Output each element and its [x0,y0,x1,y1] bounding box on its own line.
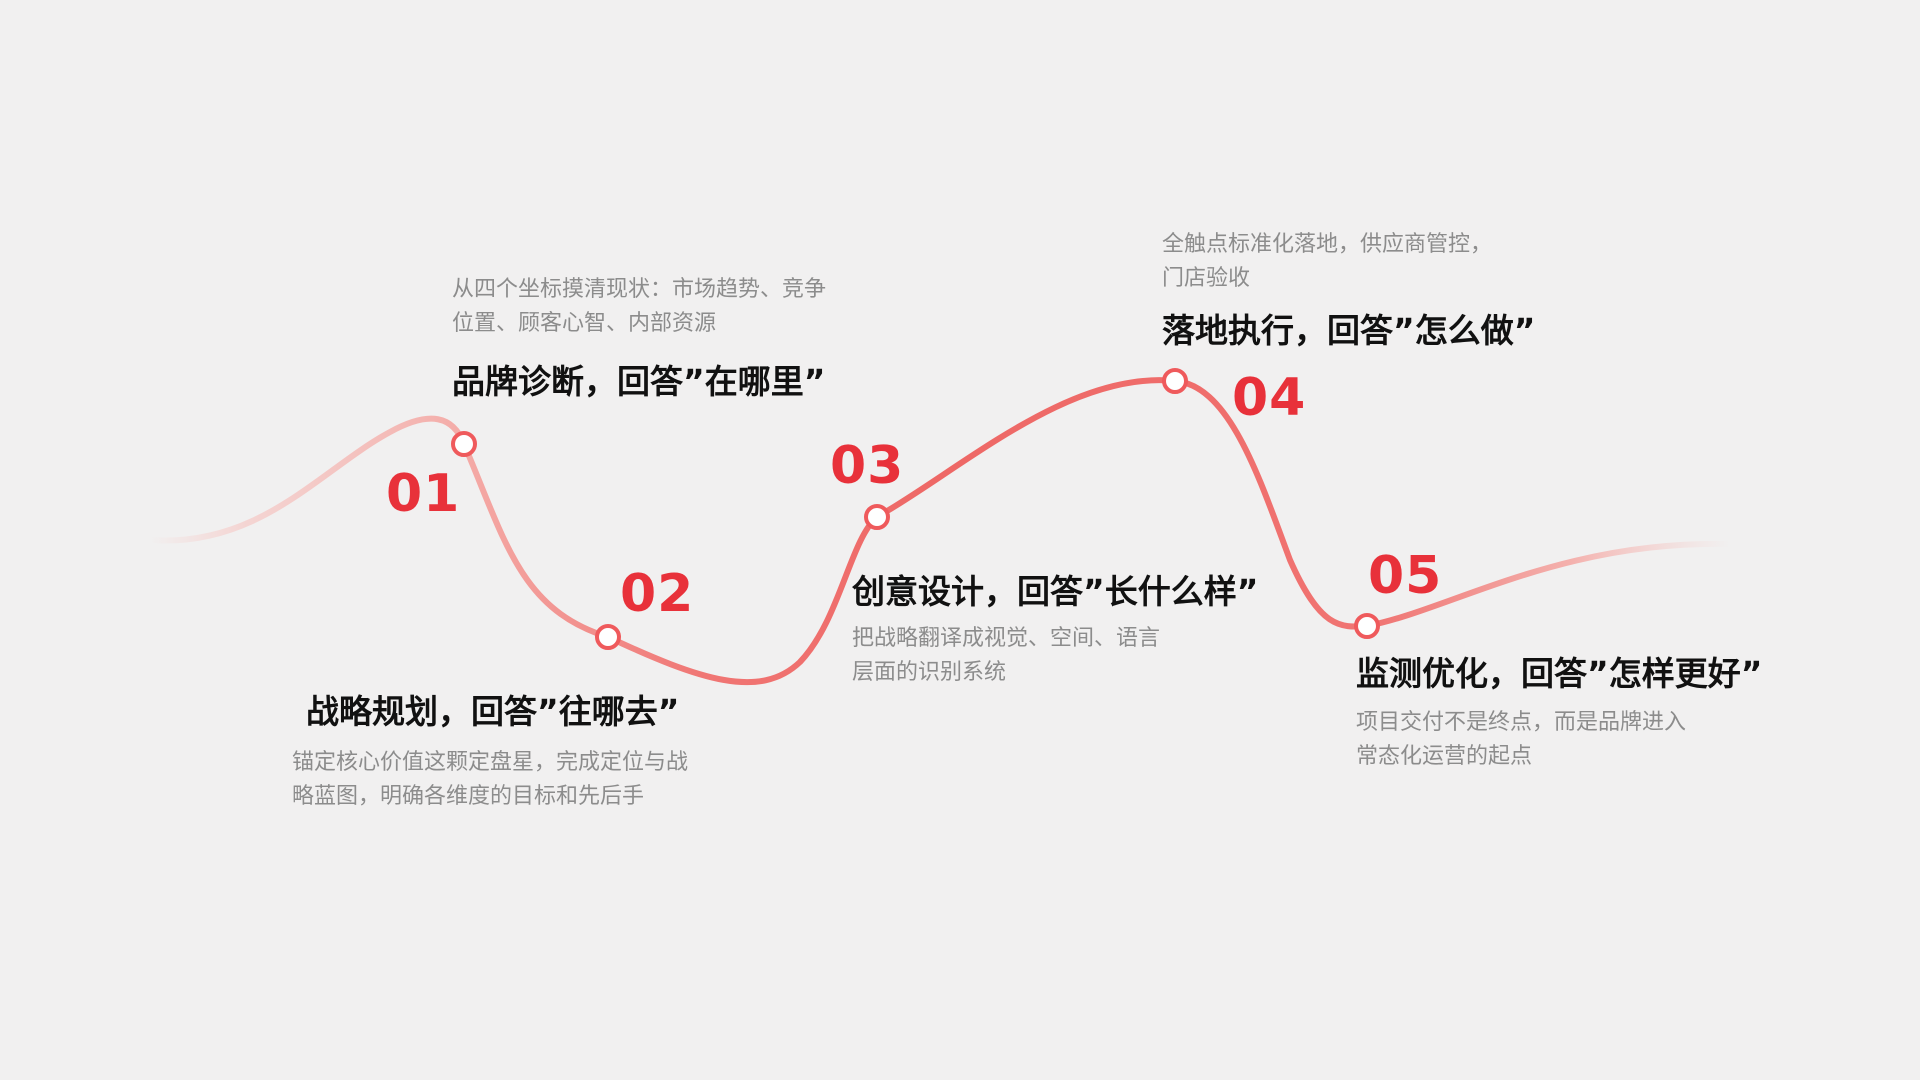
step-marker-03 [864,504,890,530]
step-description-04: 全触点标准化落地，供应商管控，门店验收 [1162,232,1493,291]
step-number-05: 05 [1368,546,1443,606]
step-title-02: 战略规划，回答”往哪去” [306,692,680,731]
step-number-04: 04 [1232,368,1307,428]
step-marker-01 [451,431,477,457]
step-description-02: 锚定核心价值这颗定盘星，完成定位与战略蓝图，明确各维度的目标和先后手 [292,750,689,809]
step-number-03: 03 [830,436,905,496]
step-title-03: 创意设计，回答”长什么样” [852,572,1259,611]
step-title-01: 品牌诊断，回答”在哪里” [452,362,826,401]
step-marker-05 [1354,613,1380,639]
step-title-04: 落地执行，回答”怎么做” [1162,311,1536,350]
step-number-01: 01 [386,464,461,524]
step-description-01: 从四个坐标摸清现状：市场趋势、竞争位置、顾客心智、内部资源 [452,277,827,336]
wave-path [147,377,1733,685]
step-marker-04 [1162,368,1188,394]
step-description-03: 把战略翻译成视觉、空间、语言层面的识别系统 [852,626,1161,685]
step-description-05: 项目交付不是终点，而是品牌进入常态化运营的起点 [1356,710,1687,769]
step-number-02: 02 [620,564,695,624]
step-marker-02 [595,624,621,650]
step-title-05: 监测优化，回答”怎样更好” [1356,654,1763,693]
